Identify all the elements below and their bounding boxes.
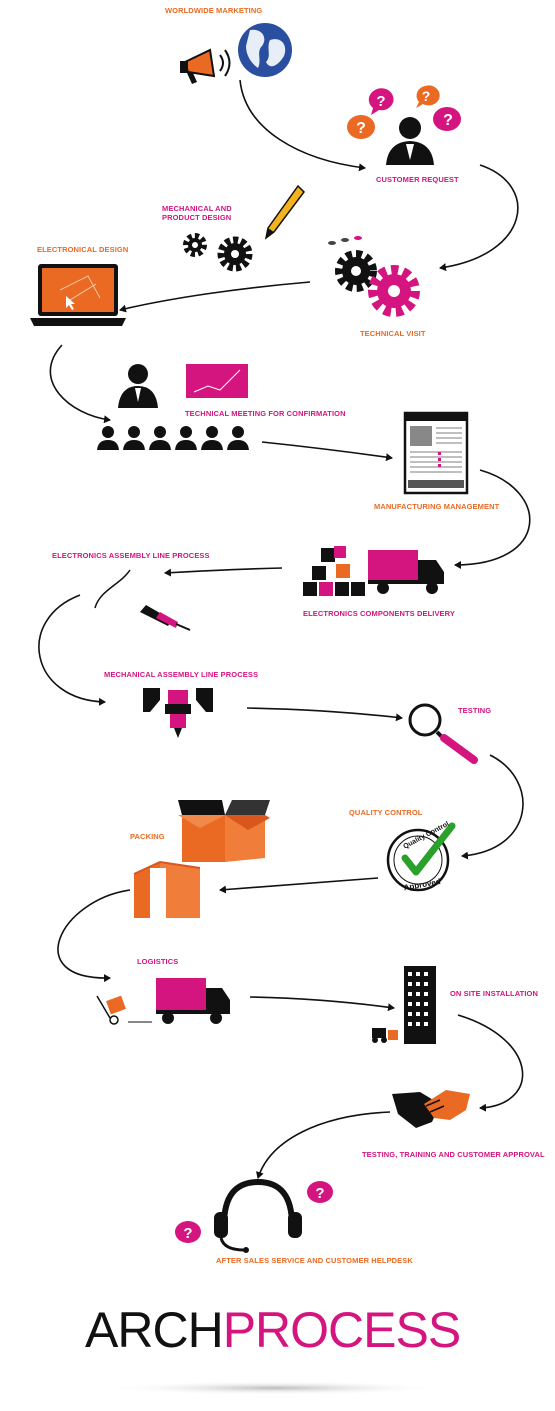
- arrow-8: [38, 594, 106, 706]
- brand-shadow: [105, 1381, 445, 1395]
- svg-text:?: ?: [376, 93, 385, 110]
- step-label-logistics: LOGISTICS: [137, 957, 179, 966]
- brand-part-arch: ARCH: [85, 1302, 224, 1358]
- arrow-10: [461, 754, 524, 860]
- pencil-icon: [264, 184, 305, 240]
- hand-truck-icon: [96, 995, 152, 1025]
- step-label-technical-meeting: TECHNICAL MEETING FOR CONFIRMATION: [185, 409, 346, 418]
- technical-visit-icon: [328, 236, 420, 317]
- handshake-icon: [392, 1090, 470, 1128]
- arrow-6: [454, 469, 531, 569]
- step-label-electronical-design: ELECTRONICAL DESIGN: [37, 245, 129, 254]
- step-label-mechanical-assembly: MECHANICAL ASSEMBLY LINE PROCESS: [104, 670, 259, 679]
- svg-text:?: ?: [422, 88, 431, 104]
- magnifier-icon: [408, 703, 478, 764]
- question-bubble-icon: ?: [347, 115, 375, 139]
- arrow-2: [439, 164, 519, 272]
- svg-text:?: ?: [183, 1225, 192, 1242]
- arrow-13: [249, 996, 395, 1012]
- building-icon: [404, 966, 436, 1044]
- forklift-icon: [372, 1028, 398, 1043]
- open-box-icon: [178, 800, 270, 862]
- headset-icon: [214, 1178, 302, 1253]
- arrow-3: [119, 281, 311, 313]
- step-label-testing: TESTING: [458, 706, 492, 715]
- arrow-15: [255, 1111, 391, 1179]
- step-label-mechanical-design-1: MECHANICAL AND: [162, 204, 232, 213]
- arrow-11: [219, 877, 379, 894]
- brand-part-process: PROCESS: [222, 1302, 462, 1358]
- step-label-quality-control: QUALITY CONTROL: [349, 808, 423, 817]
- svg-text:?: ?: [315, 1185, 324, 1202]
- question-bubble-icon: ?: [416, 85, 440, 108]
- step-label-components-delivery: ELECTRONICS COMPONENTS DELIVERY: [303, 609, 456, 618]
- chart-board-icon: [186, 364, 248, 398]
- step-label-worldwide-marketing: WORLDWIDE MARKETING: [165, 6, 263, 15]
- step-label-customer-request: CUSTOMER REQUEST: [376, 175, 459, 184]
- arrow-9: [246, 707, 403, 722]
- step-label-technical-visit: TECHNICAL VISIT: [360, 329, 426, 338]
- components-boxes-icon: [303, 546, 365, 596]
- megaphone-icon: [180, 48, 231, 84]
- question-bubble-icon: ?: [368, 88, 394, 115]
- globe-icon: [238, 23, 292, 77]
- arrow-4: [49, 344, 111, 424]
- brand-wordmark: ARCHPROCESS: [85, 1300, 462, 1360]
- delivery-truck-icon: [368, 550, 444, 594]
- arrow-12: [57, 889, 131, 983]
- arrow-1: [239, 79, 366, 172]
- presenter-icon: [118, 364, 158, 408]
- step-label-packing: PACKING: [130, 832, 165, 841]
- question-bubble-icon: ? ?: [175, 1181, 333, 1243]
- gears-icon: [183, 233, 253, 272]
- step-label-manufacturing-management: MANUFACTURING MANAGEMENT: [374, 502, 500, 511]
- arrow-5: [261, 441, 393, 462]
- step-label-testing-training: TESTING, TRAINING AND CUSTOMER APPROVAL: [362, 1150, 545, 1159]
- document-icon: [403, 411, 469, 495]
- question-bubble-icon: ?: [433, 107, 461, 131]
- quality-stamp-icon: [386, 822, 456, 892]
- meeting-people-icon: [97, 426, 249, 450]
- arrow-7: [164, 567, 283, 577]
- svg-text:?: ?: [443, 112, 453, 129]
- step-label-electronics-assembly: ELECTRONICS ASSEMBLY LINE PROCESS: [52, 551, 210, 560]
- step-label-on-site-installation: ON SITE INSTALLATION: [450, 989, 538, 998]
- soldering-iron-icon: [94, 569, 191, 631]
- step-label-after-sales: AFTER SALES SERVICE AND CUSTOMER HELPDES…: [216, 1256, 413, 1265]
- step-label-mechanical-design-2: PRODUCT DESIGN: [162, 213, 232, 222]
- package-box-icon: [133, 860, 201, 918]
- laptop-icon: [30, 264, 126, 326]
- flow-arrows: [38, 79, 531, 1179]
- assembly-press-icon: [143, 688, 213, 738]
- logistics-truck-icon: [156, 978, 230, 1024]
- customer-request-icon: ? ? ? ?: [347, 85, 461, 165]
- svg-text:?: ?: [356, 120, 366, 137]
- arrow-14: [457, 1014, 524, 1112]
